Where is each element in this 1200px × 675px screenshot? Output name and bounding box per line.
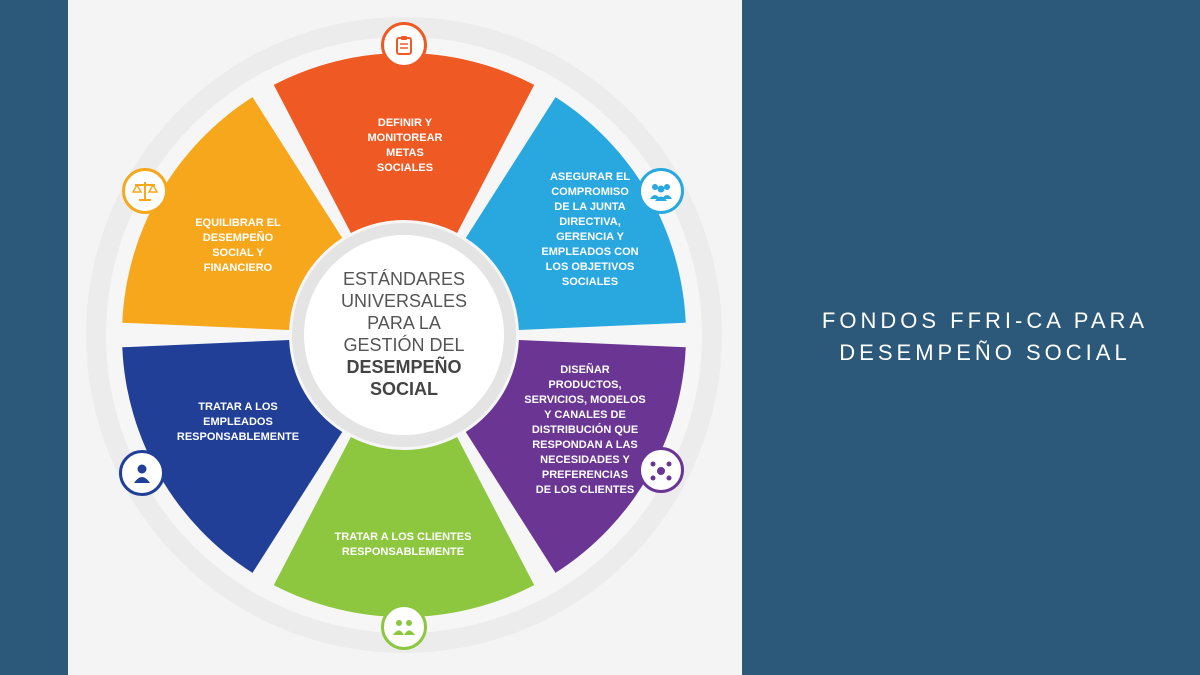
segment-label-employees: TRATAR A LOS EMPLEADOS RESPONSABLEMENTE <box>176 401 300 443</box>
center-line-1: ESTÁNDARES <box>342 269 466 289</box>
network-icon <box>638 447 684 493</box>
segment-label-goals: DEFINIR Y MONITOREAR METAS SOCIALES <box>367 117 443 174</box>
title-line-1: FONDOS FFRI-CA PARA <box>821 308 1149 333</box>
center-line-4: GESTIÓN DEL <box>343 335 465 355</box>
handshake-icon <box>381 604 427 650</box>
segment-goals <box>273 53 535 233</box>
center-disc <box>304 235 504 435</box>
segment-label-commitment: ASEGURAR EL COMPROMISO DE LA JUNTA DIREC… <box>541 171 639 288</box>
center-line-5: DESEMPEÑO <box>346 357 462 377</box>
center-title: ESTÁNDARES UNIVERSALES PARA LA GESTIÓN D… <box>310 268 498 400</box>
group-icon <box>638 168 684 214</box>
page-title: FONDOS FFRI-CA PARA DESEMPEÑO SOCIAL <box>790 305 1180 369</box>
segment-products <box>465 340 686 573</box>
segment-balance <box>122 97 343 330</box>
person-icon <box>119 450 165 496</box>
segment-commitment <box>465 97 686 330</box>
segment-clients <box>273 437 535 617</box>
center-line-6: SOCIAL <box>369 379 438 399</box>
clipboard-icon <box>381 22 427 68</box>
segment-employees <box>122 340 343 573</box>
segment-label-clients: TRATAR A LOS CLIENTES RESPONSABLEMENTE <box>334 531 472 558</box>
segment-label-balance: EQUILIBRAR EL DESEMPEÑO SOCIAL Y FINANCI… <box>195 217 281 274</box>
center-line-2: UNIVERSALES <box>340 291 468 311</box>
center-line-3: PARA LA <box>367 313 441 333</box>
title-line-2: DESEMPEÑO SOCIAL <box>839 340 1131 365</box>
segment-label-products: DISEÑAR PRODUCTOS, SERVICIOS, MODELOS Y … <box>524 364 646 496</box>
scale-icon <box>122 168 168 214</box>
